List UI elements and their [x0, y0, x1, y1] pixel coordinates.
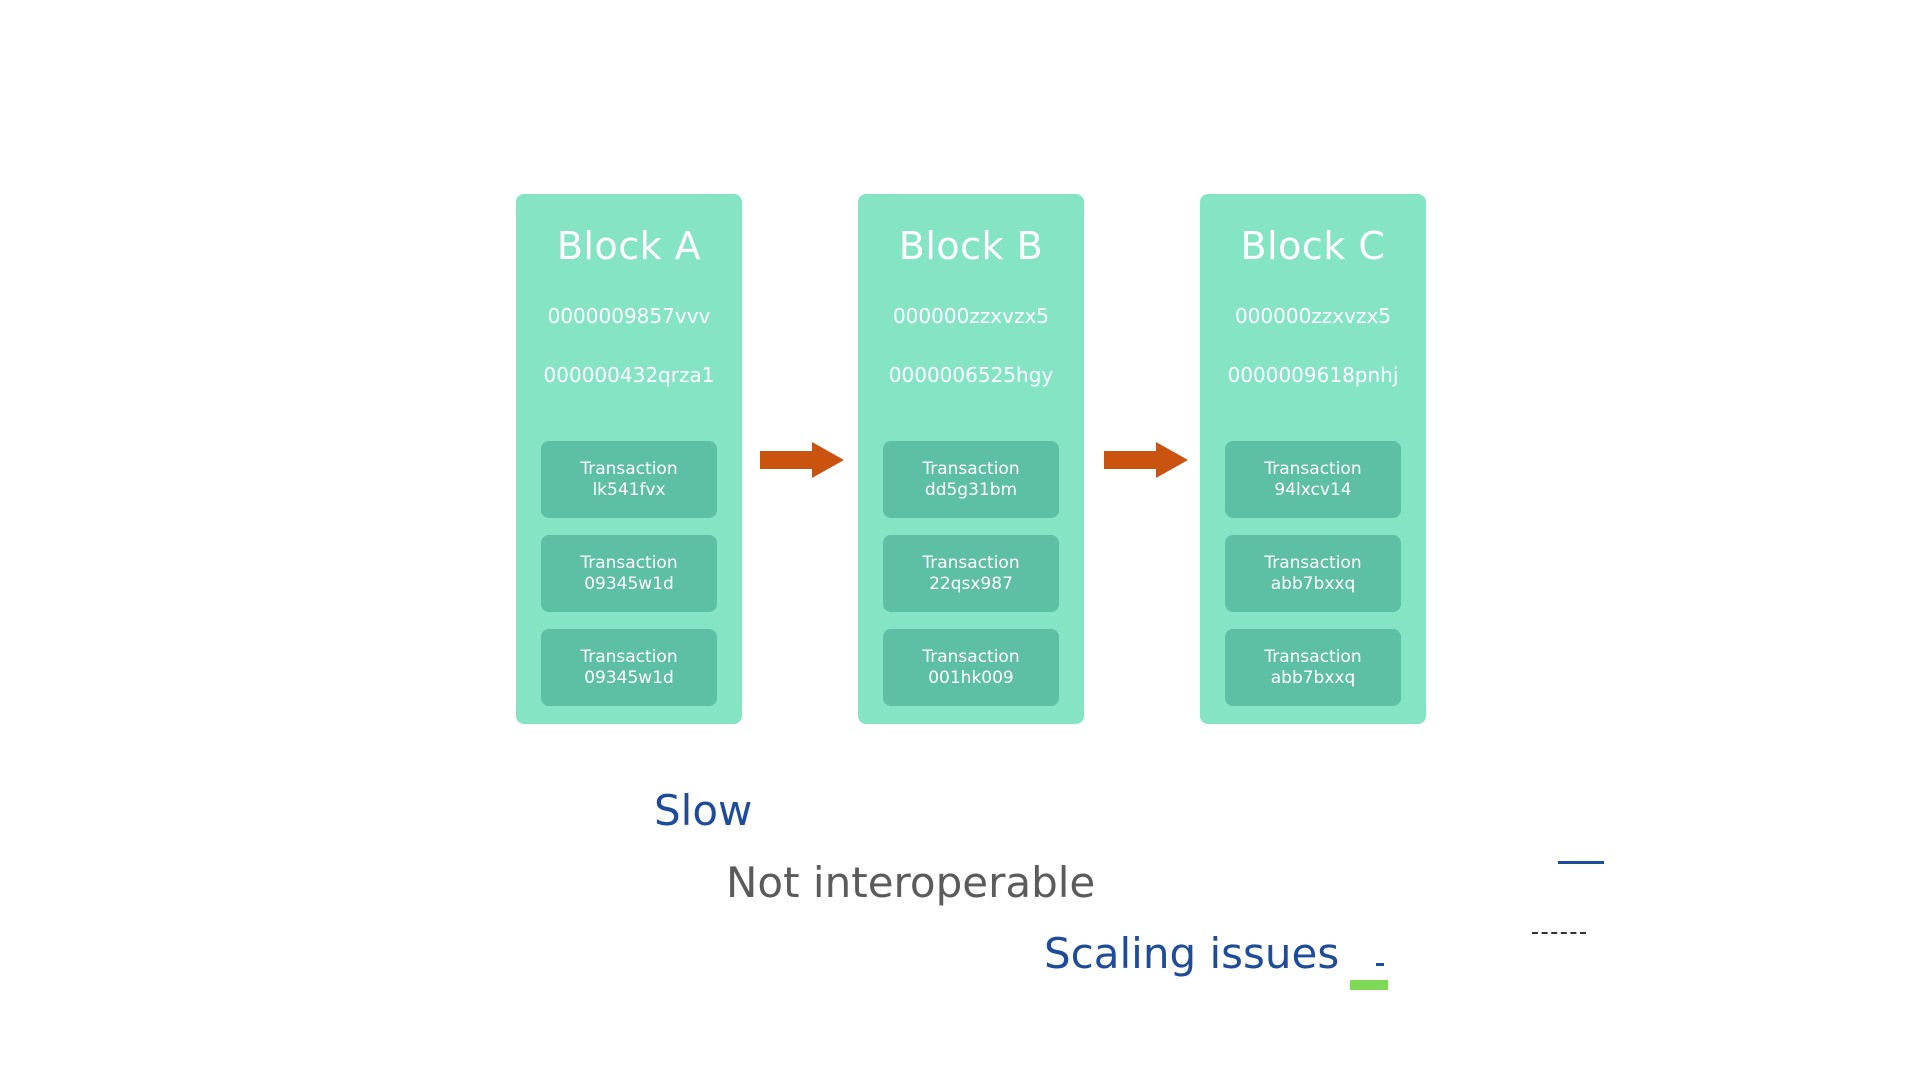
transaction-box: Transaction 001hk009 [883, 629, 1059, 706]
transaction-id: lk541fvx [592, 479, 666, 500]
transaction-box: Transaction 09345w1d [541, 629, 717, 706]
transaction-label: Transaction [1264, 646, 1362, 667]
transaction-id: 001hk009 [928, 667, 1014, 688]
block-hash: 000000zzxvzx5 [892, 304, 1050, 328]
transaction-box: Transaction 09345w1d [541, 535, 717, 612]
block-a: Block A 0000009857vvv 000000432qrza1 Tra… [516, 194, 742, 724]
transaction-label: Transaction [922, 552, 1020, 573]
transaction-box: Transaction abb7bxxq [1225, 535, 1401, 612]
block-previous-hash: 000000432qrza1 [543, 363, 715, 387]
block-hash: 0000009857vvv [547, 304, 711, 328]
issue-not-interoperable: Not interoperable [726, 858, 1096, 907]
issue-scaling: Scaling issues [1044, 929, 1340, 978]
blue-line-mark [1558, 861, 1604, 864]
dashed-line-mark [1532, 932, 1586, 934]
block-title: Block A [556, 224, 702, 268]
transaction-id: 22qsx987 [929, 573, 1013, 594]
transaction-label: Transaction [922, 458, 1020, 479]
transaction-label: Transaction [922, 646, 1020, 667]
transaction-id: dd5g31bm [924, 479, 1018, 500]
block-hash: 000000zzxvzx5 [1234, 304, 1392, 328]
issue-slow: Slow [654, 786, 753, 835]
transaction-id: abb7bxxq [1270, 573, 1356, 594]
transaction-id: 09345w1d [584, 667, 674, 688]
transaction-box: Transaction lk541fvx [541, 441, 717, 518]
transaction-box: Transaction abb7bxxq [1225, 629, 1401, 706]
right-arrow-icon [1104, 442, 1188, 478]
block-b: Block B 000000zzxvzx5 0000006525hgy Tran… [858, 194, 1084, 724]
block-title: Block C [1240, 224, 1386, 268]
transaction-id: 09345w1d [584, 573, 674, 594]
green-underline-mark [1350, 980, 1388, 990]
transaction-box: Transaction 22qsx987 [883, 535, 1059, 612]
transaction-box: Transaction dd5g31bm [883, 441, 1059, 518]
transaction-box: Transaction 94lxcv14 [1225, 441, 1401, 518]
transaction-label: Transaction [580, 552, 678, 573]
block-previous-hash: 0000006525hgy [888, 363, 1054, 387]
transaction-label: Transaction [1264, 552, 1362, 573]
dash-mark [1376, 963, 1384, 966]
transaction-label: Transaction [1264, 458, 1362, 479]
block-title: Block B [898, 224, 1044, 268]
block-c: Block C 000000zzxvzx5 0000009618pnhj Tra… [1200, 194, 1426, 724]
transaction-id: abb7bxxq [1270, 667, 1356, 688]
transaction-label: Transaction [580, 646, 678, 667]
right-arrow-icon [760, 442, 844, 478]
block-previous-hash: 0000009618pnhj [1227, 363, 1399, 387]
transaction-id: 94lxcv14 [1274, 479, 1352, 500]
transaction-label: Transaction [580, 458, 678, 479]
